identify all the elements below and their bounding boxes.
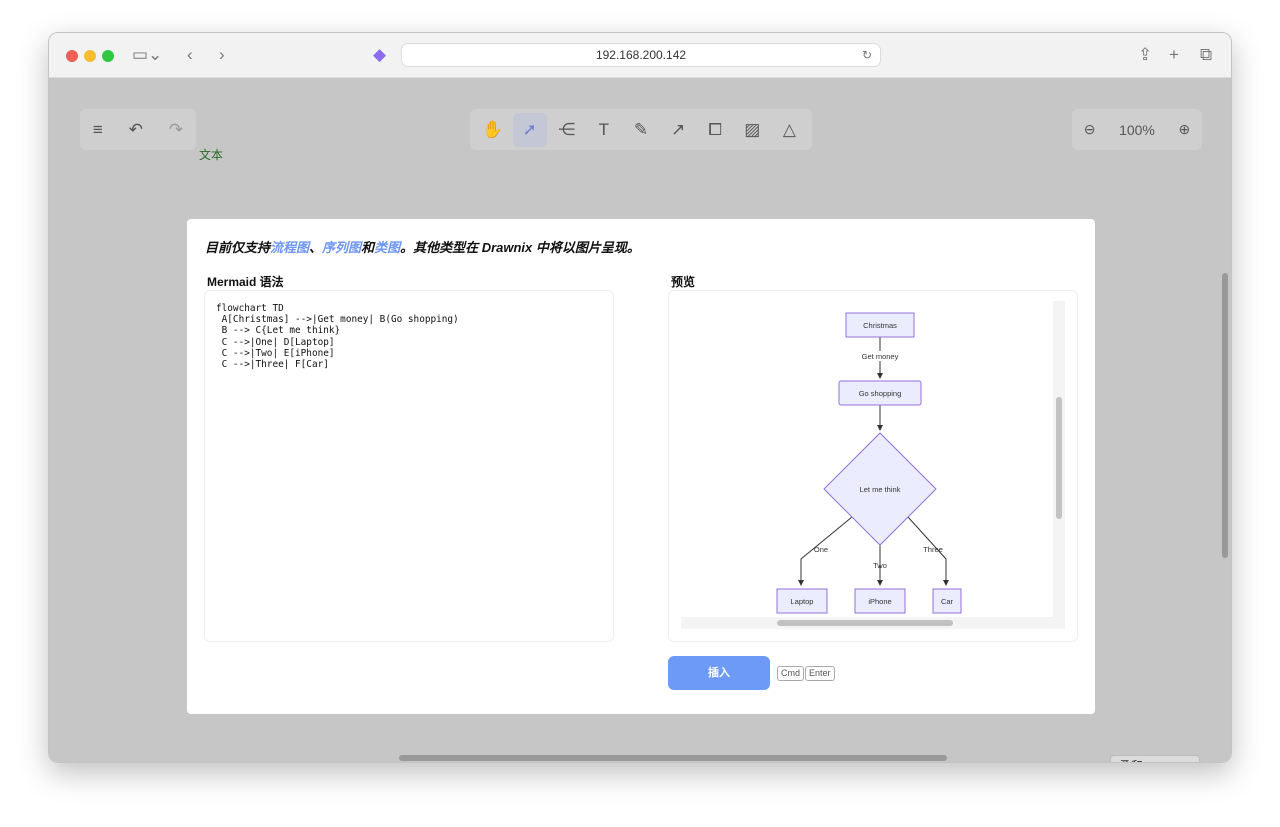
browser-window: ▭⌄ ‹ › ◆ 192.168.200.142 ↻ ⇪ + ⧉ ≡ ↶ ↷ 文本 ✋… [48, 32, 1232, 763]
tabs-overview-icon[interactable]: ⧉ [1200, 45, 1213, 64]
zoom-in-icon[interactable]: ⊕ [1178, 121, 1191, 137]
preview-hscroll[interactable] [777, 620, 953, 626]
insert-button[interactable]: 插入 [668, 656, 770, 690]
share-icon[interactable]: ⇪ [1138, 45, 1153, 64]
zoom-level[interactable]: 100% [1119, 121, 1155, 138]
reload-icon[interactable]: ↻ [861, 48, 872, 62]
label-car: Car [941, 597, 954, 606]
sidebar-icon[interactable]: ▭⌄ [132, 45, 163, 64]
node-go-shopping [838, 380, 922, 406]
label-laptop: Laptop [791, 597, 814, 606]
label-three: Three [923, 545, 943, 554]
code-editor[interactable]: flowchart TD A[Christmas] -->|Get money|… [204, 290, 614, 642]
node-think [823, 432, 937, 546]
main-toolbar: ✋ ➚ ⋲ T ✎ ↗ ⧠ ▨ △ [470, 109, 812, 150]
redo-icon[interactable]: ↷ [168, 119, 184, 139]
titlebar: ▭⌄ ‹ › ◆ 192.168.200.142 ↻ ⇪ + ⧉ [49, 33, 1231, 78]
back-icon[interactable]: ‹ [187, 45, 193, 64]
label-go-shopping: Go shopping [859, 389, 902, 398]
sequence-link[interactable]: 序列图 [322, 240, 362, 255]
preview-pane: Christmas Get money Go shopping Let me t… [668, 290, 1078, 642]
flowchart-link[interactable]: 流程图 [270, 240, 310, 255]
zoom-out-icon[interactable]: ⊖ [1083, 121, 1096, 137]
pencil-tool-icon[interactable]: ✎ [633, 119, 649, 139]
intro-text: 目前仅支持流程图、序列图和类图。其他类型在 Drawnix 中将以图片呈现。 [205, 240, 640, 255]
label-one: One [814, 545, 828, 554]
url-bar[interactable]: 192.168.200.142 ↻ [401, 43, 881, 67]
menu-icon[interactable]: ≡ [92, 119, 103, 139]
text-tool-icon[interactable]: T [598, 119, 610, 139]
image-tool-icon[interactable]: ▨ [744, 119, 761, 139]
close-button[interactable] [66, 50, 78, 62]
text-label: 文本 [199, 148, 224, 162]
maximize-button[interactable] [102, 50, 114, 62]
history-toolbar: ≡ ↶ ↷ [80, 109, 196, 150]
new-tab-icon[interactable]: + [1169, 45, 1179, 64]
arrow-tool-icon[interactable]: ↗ [670, 119, 686, 139]
label-get-money: Get money [862, 352, 899, 361]
shape-tool-icon[interactable]: ⧠ [708, 119, 722, 139]
more-shapes-icon[interactable]: △ [782, 119, 796, 139]
node-car [932, 588, 962, 614]
zoom-toolbar: ⊖ 100% ⊕ [1072, 109, 1202, 150]
url-text: 192.168.200.142 [595, 48, 687, 62]
undo-icon[interactable]: ↶ [128, 119, 143, 139]
code-text[interactable]: flowchart TD A[Christmas] -->|Get money|… [216, 303, 459, 371]
kbd-cmd: Cmd [777, 666, 805, 681]
flowchart-preview: Christmas Get money Go shopping Let me t… [681, 301, 1065, 629]
node-iphone [854, 588, 906, 614]
extension-icon[interactable]: ◆ [373, 45, 387, 64]
kbd-enter: Enter [805, 666, 835, 681]
label-christmas: Christmas [863, 321, 897, 330]
class-link[interactable]: 类图 [374, 240, 401, 255]
label-iphone: iPhone [868, 597, 891, 606]
mindmap-tool-icon[interactable]: ⋲ [558, 119, 576, 139]
node-christmas [845, 312, 915, 338]
node-laptop [776, 588, 828, 614]
preview-heading: 预览 [671, 275, 696, 289]
syntax-heading: Mermaid 语法 [207, 275, 284, 289]
mermaid-dialog: 目前仅支持流程图、序列图和类图。其他类型在 Drawnix 中将以图片呈现。 M… [187, 219, 1095, 714]
preview-vscroll[interactable] [1056, 397, 1062, 519]
label-think: Let me think [860, 485, 901, 494]
drawing-canvas[interactable]: ≡ ↶ ↷ 文本 ✋ ➚ ⋲ T ✎ ↗ ⧠ ▨ △ ⊖ 100% ⊕ 柔和⬍ 目前仅支… [49, 78, 1231, 762]
font-select[interactable]: 柔和⬍ [1110, 755, 1200, 762]
minimize-button[interactable] [84, 50, 96, 62]
hand-tool-icon[interactable]: ✋ [481, 119, 504, 139]
forward-icon[interactable]: › [219, 45, 225, 64]
pointer-tool-icon[interactable]: ➚ [512, 112, 547, 147]
vertical-scrollbar[interactable] [1222, 273, 1228, 558]
label-two: Two [873, 561, 887, 570]
horizontal-scrollbar[interactable] [399, 755, 947, 761]
